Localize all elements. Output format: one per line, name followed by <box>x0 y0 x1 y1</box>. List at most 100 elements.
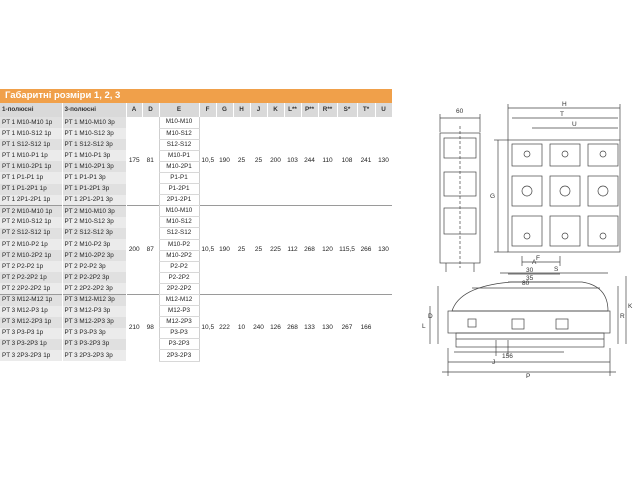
header-cell: D <box>142 103 160 117</box>
header-cell: U <box>375 103 393 117</box>
three-pole-model: PT 2 M10-2P2 3p <box>62 250 127 262</box>
single-pole-model: PT 1 2P1-2P1 1p <box>0 194 63 206</box>
single-pole-model: PT 1 P1-P1 1p <box>0 172 63 184</box>
terminal-type: M10-2P1 <box>158 161 200 173</box>
dim-value-d: 81 <box>142 117 159 206</box>
dim-value-a: 175 <box>126 117 142 206</box>
single-pole-model: PT 2 S12-S12 1p <box>0 227 63 240</box>
dim-value-s: 108 <box>337 117 357 206</box>
dim-value-g: 190 <box>216 117 233 206</box>
dim-u: U <box>572 121 577 128</box>
terminal-type: M12-M12 <box>158 293 200 307</box>
single-pole-model: PT 3 P3-2P3 1p <box>0 338 63 350</box>
single-pole-model: PT 3 2P3-2P3 1p <box>0 349 63 362</box>
header-cell: 1-полюсні <box>0 103 63 117</box>
single-pole-model: PT 1 M10-P1 1p <box>0 150 63 162</box>
terminal-type: M12-P3 <box>158 305 200 318</box>
dim-value-a: 200 <box>126 205 142 295</box>
three-pole-model: PT 1 P1-P1 3p <box>62 172 127 184</box>
bottom-view-cover <box>451 281 609 312</box>
dim-value-p: 268 <box>301 205 318 295</box>
dim-value-l: 103 <box>284 117 301 206</box>
three-pole-model: PT 2 P2-P2 3p <box>62 261 127 273</box>
dim-value-j: 240 <box>250 294 267 362</box>
single-pole-model: PT 1 M10-M10 1p <box>0 117 63 129</box>
three-pole-model: PT 1 M10-2P1 3p <box>62 161 127 173</box>
header-cell: 3-полюсні <box>62 103 127 117</box>
dim-value-f: 10,5 <box>199 117 216 206</box>
dim-value-k: 200 <box>267 117 284 206</box>
three-pole-model: PT 2 2P2-2P2 3p <box>62 283 127 295</box>
three-pole-model: PT 1 M10-P1 3p <box>62 150 127 162</box>
single-pole-model: PT 2 M10-S12 1p <box>0 216 63 228</box>
terminal-type: M10-S12 <box>158 128 200 140</box>
terminal-type: P2-P2 <box>158 261 200 273</box>
three-pole-model: PT 1 2P1-2P1 3p <box>62 194 127 206</box>
dim-value-u: 130 <box>375 117 392 206</box>
single-pole-model: PT 3 M12-2P3 1p <box>0 316 63 328</box>
dim-value-f: 10,5 <box>199 294 216 362</box>
dim-80: 80 <box>522 280 530 287</box>
header-cell: F <box>199 103 217 117</box>
single-pole-model: PT 2 M10-2P2 1p <box>0 250 63 262</box>
dim-p: P <box>526 373 530 380</box>
terminal-type: S12-S12 <box>158 139 200 151</box>
dim-value-s: 115,5 <box>337 205 357 295</box>
three-pole-model: PT 3 P3-P3 3p <box>62 327 127 339</box>
terminal-type: P3-2P3 <box>158 338 200 351</box>
dim-j: J <box>492 359 495 366</box>
dim-value-h: 10 <box>233 294 250 362</box>
three-pole-model: PT 3 M12-P3 3p <box>62 305 127 317</box>
single-pole-model: PT 2 P2-2P2 1p <box>0 272 63 284</box>
dim-g: G <box>490 193 495 200</box>
header-cell: L** <box>284 103 302 117</box>
header-cell: T* <box>357 103 376 117</box>
terminal-type: M12-2P3 <box>158 316 200 329</box>
header-cell: S* <box>337 103 358 117</box>
dim-value-u <box>375 294 392 362</box>
dim-top-width: 60 <box>456 108 464 115</box>
dim-value-t: 166 <box>357 294 375 362</box>
dim-value-r: 120 <box>318 205 337 295</box>
dim-h: H <box>562 101 567 108</box>
table-title: Габаритні розміри 1, 2, 3 <box>0 89 392 103</box>
single-pole-model: PT 3 P3-P3 1p <box>0 327 63 339</box>
dim-value-f: 10,5 <box>199 205 216 295</box>
dim-r: R <box>620 313 625 320</box>
terminal-type: M10-M10 <box>158 117 200 129</box>
dim-value-k: 126 <box>267 294 284 362</box>
dim-value-h: 25 <box>233 205 250 295</box>
terminal-type: M10-P2 <box>158 239 200 251</box>
dimensions-table: 1-полюсні 3-полюсні A D E F G H J K L** … <box>0 103 393 362</box>
dim-t: T <box>560 111 564 118</box>
three-pole-model: PT 3 M12-M12 3p <box>62 293 127 306</box>
dim-value-r: 110 <box>318 117 337 206</box>
dim-value-d: 98 <box>142 294 159 362</box>
dim-k: K <box>628 303 633 310</box>
dim-value-g: 222 <box>216 294 233 362</box>
terminal-type: M10-P1 <box>158 150 200 162</box>
three-pole-model: PT 3 2P3-2P3 3p <box>62 349 127 362</box>
single-pole-model: PT 2 2P2-2P2 1p <box>0 283 63 295</box>
terminal-type: M10-M10 <box>158 205 200 218</box>
dim-value-r: 130 <box>318 294 337 362</box>
single-pole-model: PT 1 P1-2P1 1p <box>0 183 63 195</box>
terminal-type: 2P1-2P1 <box>158 194 200 207</box>
three-pole-model: PT 2 M10-P2 3p <box>62 239 127 251</box>
dim-value-t: 266 <box>357 205 375 295</box>
terminal-type: P1-P1 <box>158 172 200 185</box>
